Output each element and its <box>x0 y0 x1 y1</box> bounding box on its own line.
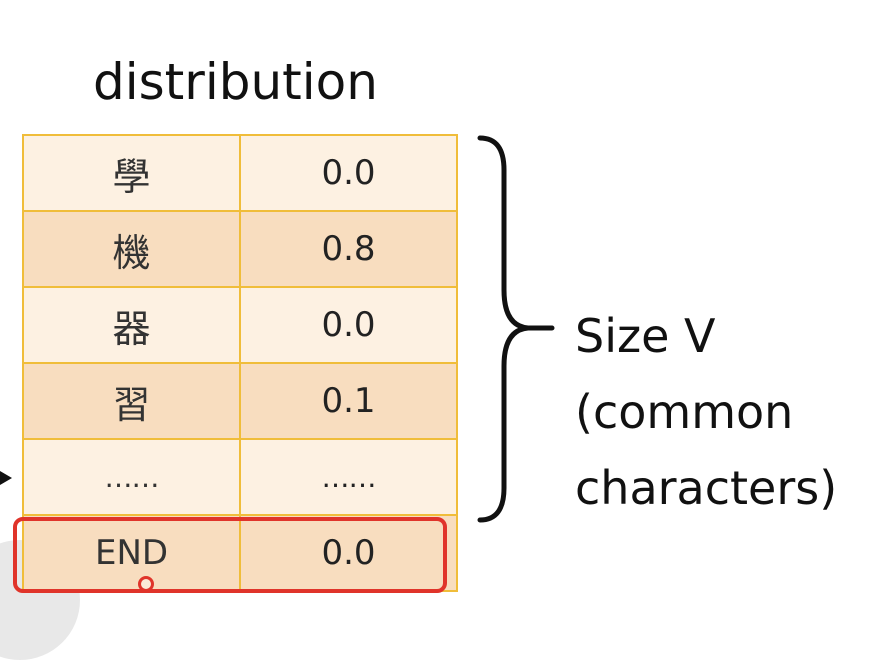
size-label-line3: characters) <box>575 461 838 515</box>
row-char: 機 <box>21 210 242 288</box>
table-row: 器 0.0 <box>21 286 458 364</box>
row-prob-ellipsis: …… <box>239 438 458 516</box>
input-arrow-icon <box>0 471 12 485</box>
size-label-line2: (common <box>575 385 794 439</box>
table-row: …… …… <box>21 438 458 516</box>
table-row-end: END 0.0 <box>21 514 458 592</box>
row-prob: 0.0 <box>239 134 458 212</box>
pointer-dot <box>138 576 154 592</box>
row-prob: 0.1 <box>239 362 458 440</box>
table-row: 學 0.0 <box>21 134 458 212</box>
row-char: 器 <box>21 286 242 364</box>
distribution-title: distribution <box>93 53 378 111</box>
curly-brace-icon <box>477 135 555 523</box>
row-char-ellipsis: …… <box>21 438 242 516</box>
vocab-size-label: Size V (common characters) <box>575 298 837 526</box>
row-char: 習 <box>21 362 242 440</box>
row-prob: 0.0 <box>239 286 458 364</box>
table-row: 機 0.8 <box>21 210 458 288</box>
row-prob: 0.8 <box>239 210 458 288</box>
size-label-line1: Size V <box>575 309 716 363</box>
distribution-table: 學 0.0 機 0.8 器 0.0 習 0.1 …… …… END 0.0 <box>21 134 458 592</box>
end-token-char: END <box>21 514 242 592</box>
row-char: 學 <box>21 134 242 212</box>
end-token-prob: 0.0 <box>239 514 458 592</box>
table-row: 習 0.1 <box>21 362 458 440</box>
